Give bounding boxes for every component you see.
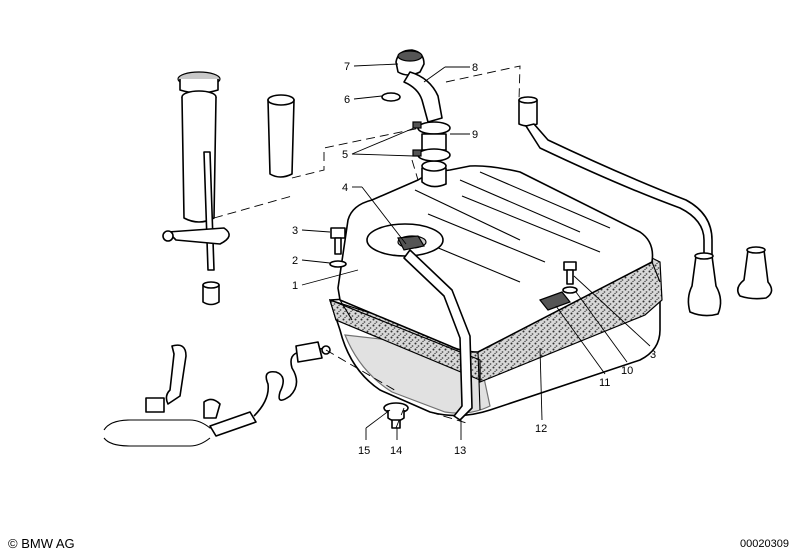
- copyright-notice: © BMW AG: [8, 536, 75, 551]
- label-12: 12: [535, 423, 547, 435]
- label-2: 2: [292, 255, 298, 267]
- sender-pipe: [397, 235, 473, 421]
- label-14: 14: [390, 445, 402, 457]
- label-4: 4: [342, 182, 348, 194]
- label-5: 5: [342, 149, 348, 161]
- fuel-tank: [329, 160, 663, 417]
- vent-hose-and-boots: [518, 96, 773, 317]
- label-11: 11: [599, 377, 610, 389]
- hardware: [329, 227, 578, 429]
- image-number: 00020309: [740, 538, 789, 550]
- label-13: 13: [454, 445, 466, 457]
- part-labels: 7 6 8 9 5 4 3 2 1 3 10 11 12 13 14 15: [292, 61, 656, 457]
- label-10: 10: [621, 365, 633, 377]
- label-7: 7: [344, 61, 350, 73]
- filler-pipe-assembly: [381, 49, 451, 162]
- leader-lines: [301, 63, 651, 440]
- label-3-left: 3: [292, 225, 298, 237]
- label-8: 8: [472, 62, 478, 74]
- fuel-lines: [103, 341, 331, 447]
- label-1: 1: [292, 280, 298, 292]
- label-15: 15: [358, 445, 370, 457]
- label-6: 6: [344, 94, 350, 106]
- label-3-right: 3: [650, 349, 656, 361]
- left-filler-pipe: [162, 71, 295, 306]
- assembly-lines: [213, 65, 521, 429]
- label-9: 9: [472, 129, 478, 141]
